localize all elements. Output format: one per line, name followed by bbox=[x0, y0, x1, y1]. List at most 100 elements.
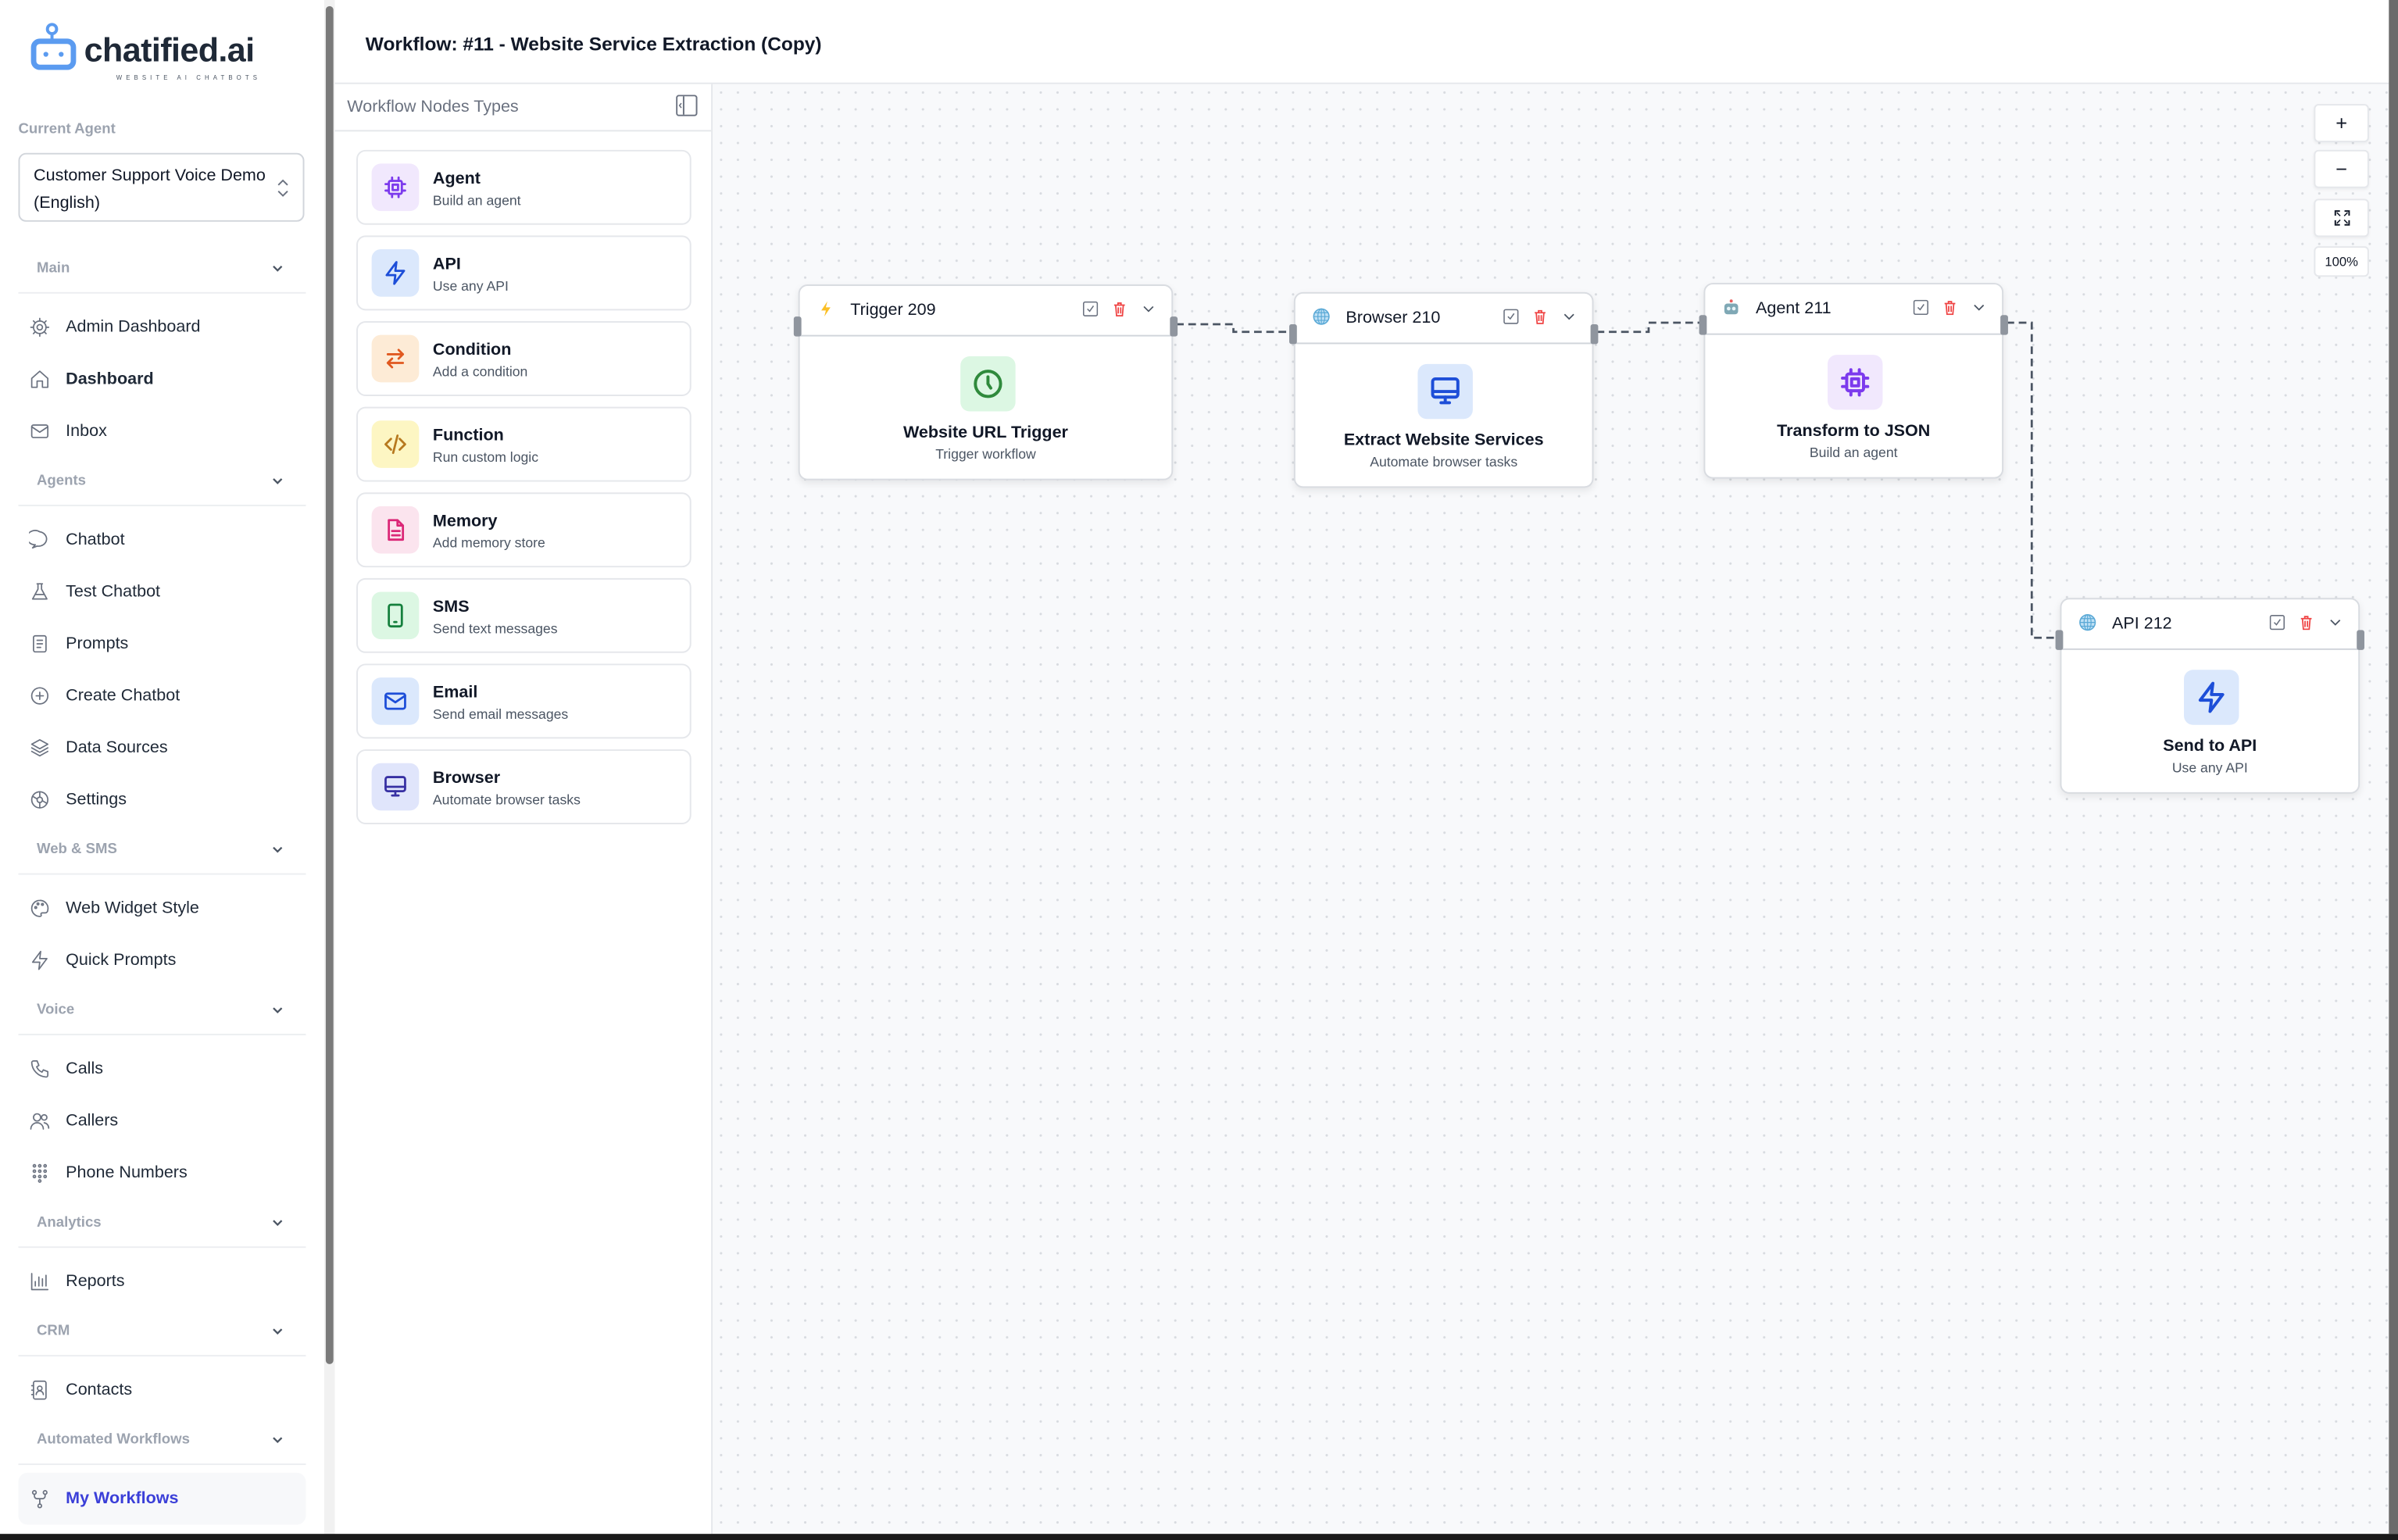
workflow-icon bbox=[31, 1490, 48, 1509]
nav-section-agents[interactable]: Agents bbox=[18, 457, 306, 506]
node-type-name: Browser bbox=[432, 769, 501, 788]
node-type-agent[interactable]: Agent Build an agent bbox=[356, 149, 692, 225]
workflow-node-browser[interactable]: Browser 210 Extract Website Services Aut… bbox=[1289, 291, 1599, 488]
chevron-down-icon bbox=[273, 846, 283, 853]
node-header[interactable]: Trigger 209 bbox=[799, 286, 1172, 337]
sidebar-item-create-chatbot[interactable]: Create Chatbot bbox=[18, 670, 306, 722]
sidebar-item-phone-numbers[interactable]: Phone Numbers bbox=[18, 1147, 306, 1199]
page-scrollbar[interactable] bbox=[2389, 0, 2398, 1535]
nav-section-voice[interactable]: Voice bbox=[18, 986, 306, 1036]
document-icon bbox=[33, 634, 47, 653]
zoom-out-button[interactable]: − bbox=[2314, 149, 2369, 188]
chevron-up-down-icon bbox=[277, 179, 288, 197]
sidebar-item-label: Create Chatbot bbox=[66, 686, 180, 706]
current-agent-value-2: (English) bbox=[34, 194, 101, 213]
chevron-down-icon[interactable] bbox=[1561, 309, 1577, 324]
sidebar-item-data-sources[interactable]: Data Sources bbox=[18, 722, 306, 774]
sidebar-item-label: Phone Numbers bbox=[66, 1163, 188, 1182]
chevron-down-icon bbox=[273, 1007, 283, 1014]
sidebar-item-label: Web Widget Style bbox=[66, 899, 199, 918]
flask-icon bbox=[31, 583, 48, 600]
sidebar-item-test-chatbot[interactable]: Test Chatbot bbox=[18, 566, 306, 618]
home-icon bbox=[30, 370, 49, 388]
chevron-down-icon[interactable] bbox=[2328, 615, 2343, 631]
sidebar-item-admin-dashboard[interactable]: Admin Dashboard bbox=[18, 302, 306, 354]
current-agent-select[interactable]: Customer Support Voice Demo (English) bbox=[18, 152, 305, 222]
output-handle[interactable] bbox=[2357, 630, 2364, 650]
workflow-node-agent[interactable]: Agent 211 Transform to JSON Build an age… bbox=[1699, 283, 2008, 479]
sidebar-item-settings[interactable]: Settings bbox=[18, 774, 306, 826]
nav-section-analytics[interactable]: Analytics bbox=[18, 1199, 306, 1249]
sidebar-item-label: Contacts bbox=[66, 1381, 133, 1399]
cpu-icon bbox=[384, 176, 406, 198]
trash-icon[interactable] bbox=[1942, 300, 1958, 316]
input-handle[interactable] bbox=[1699, 315, 1707, 335]
layers-icon bbox=[30, 738, 49, 757]
trash-icon[interactable] bbox=[1112, 302, 1128, 317]
input-handle[interactable] bbox=[2055, 630, 2064, 650]
node-header[interactable]: Agent 211 bbox=[1705, 284, 2003, 335]
sidebar-item-web-widget-style[interactable]: Web Widget Style bbox=[18, 882, 306, 934]
sidebar-item-dashboard[interactable]: Dashboard bbox=[18, 353, 306, 406]
node-type-condition[interactable]: Condition Add a condition bbox=[356, 321, 692, 396]
nav-section-web-sms[interactable]: Web & SMS bbox=[18, 826, 306, 875]
sidebar-item-label: Dashboard bbox=[66, 370, 154, 389]
sidebar-item-callers[interactable]: Callers bbox=[18, 1095, 306, 1147]
input-handle[interactable] bbox=[1289, 323, 1297, 345]
trash-icon[interactable] bbox=[1532, 309, 1548, 324]
bottom-edge bbox=[0, 1534, 2398, 1540]
sidebar-item-label: Settings bbox=[66, 790, 127, 809]
sidebar-item-inbox[interactable]: Inbox bbox=[18, 406, 306, 458]
node-header[interactable]: API 212 bbox=[2061, 599, 2359, 650]
sidebar-item-quick-prompts[interactable]: Quick Prompts bbox=[18, 934, 306, 987]
nav-section-label: Main bbox=[36, 259, 70, 277]
chevron-down-icon[interactable] bbox=[1141, 302, 1156, 317]
node-types-title: Workflow Nodes Types bbox=[347, 98, 519, 116]
mail-icon bbox=[30, 424, 49, 438]
checkbox-icon[interactable] bbox=[1913, 299, 1929, 316]
sidebar-item-chatbot[interactable]: Chatbot bbox=[18, 514, 306, 566]
output-handle[interactable] bbox=[1590, 323, 1599, 345]
checkbox-icon[interactable] bbox=[1503, 309, 1519, 324]
nav-section-automated-workflows[interactable]: Automated Workflows bbox=[18, 1416, 306, 1466]
sidebar-scrollbar[interactable] bbox=[325, 5, 334, 1364]
checkbox-icon[interactable] bbox=[2269, 615, 2285, 631]
node-type-api[interactable]: API Use any API bbox=[356, 235, 692, 311]
sidebar-item-calls[interactable]: Calls bbox=[18, 1043, 306, 1095]
nav-section-crm[interactable]: CRM bbox=[18, 1307, 306, 1357]
node-type-memory[interactable]: Memory Add memory store bbox=[356, 492, 692, 568]
chevron-down-icon[interactable] bbox=[1971, 300, 1987, 316]
sidebar-item-contacts[interactable]: Contacts bbox=[18, 1364, 306, 1417]
trash-icon[interactable] bbox=[2299, 615, 2314, 631]
gear-icon bbox=[30, 317, 50, 338]
collapse-panel-icon[interactable] bbox=[676, 95, 698, 116]
node-type-name: Email bbox=[432, 683, 478, 702]
mail-icon bbox=[384, 692, 406, 710]
node-type-email[interactable]: Email Send email messages bbox=[356, 663, 692, 739]
node-type-browser[interactable]: Browser Automate browser tasks bbox=[356, 749, 692, 824]
sidebar-item-label: Callers bbox=[66, 1111, 119, 1131]
zoom-in-button[interactable]: + bbox=[2314, 104, 2369, 143]
node-header[interactable]: Browser 210 bbox=[1295, 294, 1592, 345]
fit-view-button[interactable] bbox=[2314, 198, 2369, 238]
sidebar-item-templates[interactable]: Templates bbox=[18, 1524, 306, 1534]
node-type-sms[interactable]: SMS Send text messages bbox=[356, 577, 692, 653]
nav-section-main[interactable]: Main bbox=[18, 245, 306, 294]
plus-circle-icon bbox=[30, 687, 49, 705]
input-handle[interactable] bbox=[793, 316, 802, 337]
settings-icon bbox=[30, 791, 49, 809]
sidebar-item-prompts[interactable]: Prompts bbox=[18, 618, 306, 670]
node-type-name: Agent bbox=[432, 170, 481, 188]
monitor-icon bbox=[1431, 377, 1460, 405]
workflow-node-api[interactable]: API 212 Send to API Use any API bbox=[2055, 598, 2364, 794]
sidebar-item-my-workflows[interactable]: My Workflows bbox=[18, 1472, 306, 1525]
workflow-node-trigger[interactable]: Trigger 209 Website URL Trigger Trigger … bbox=[793, 284, 1178, 481]
output-handle[interactable] bbox=[1170, 316, 1178, 337]
checkbox-icon[interactable] bbox=[1082, 301, 1099, 317]
node-title: Trigger 209 bbox=[850, 301, 936, 320]
output-handle[interactable] bbox=[2000, 315, 2008, 335]
sidebar-item-reports[interactable]: Reports bbox=[18, 1256, 306, 1308]
node-type-function[interactable]: Function Run custom logic bbox=[356, 406, 692, 482]
node-type-desc: Send text messages bbox=[432, 620, 558, 637]
